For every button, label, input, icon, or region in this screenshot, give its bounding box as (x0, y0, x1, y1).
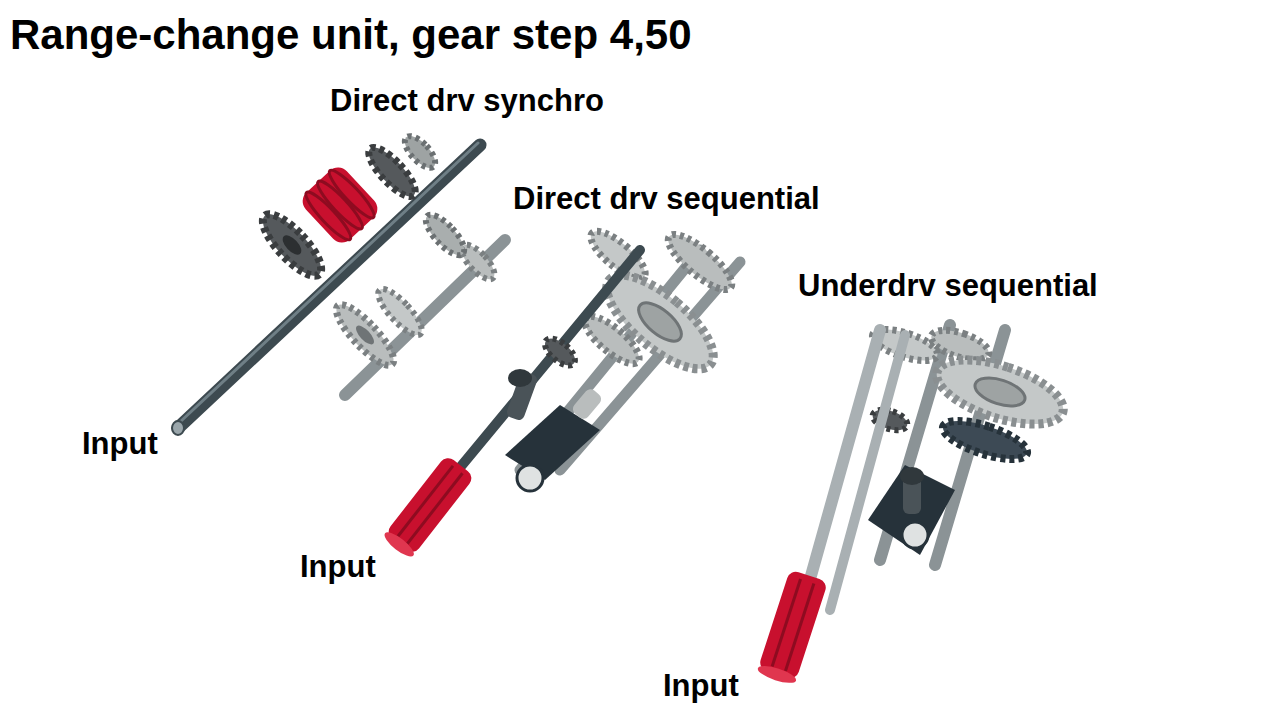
gear-teeth (661, 226, 739, 297)
coupler-ridge (398, 466, 453, 537)
coupler-body (298, 163, 383, 248)
underdrive-unit (756, 323, 1071, 686)
lever-body (868, 465, 955, 555)
unit-label: Underdrv sequential (798, 269, 1098, 303)
input-coupler (381, 455, 475, 561)
gear (400, 131, 440, 173)
synchro-unit (172, 131, 505, 435)
countershaft (345, 240, 505, 395)
lever-pin (517, 465, 543, 491)
unit-label: Direct drv synchro (330, 84, 604, 118)
gear-hub (972, 373, 1029, 412)
input-coupler (756, 569, 828, 686)
shaft-end (172, 421, 184, 435)
gear-hub (279, 232, 304, 258)
main-shaft (178, 145, 480, 428)
main-shaft-highlight (180, 143, 478, 422)
coupler-ring (301, 188, 355, 244)
gear-teeth (540, 334, 579, 371)
gear-hub (353, 323, 377, 347)
gear (420, 209, 470, 261)
shift-lever (505, 369, 604, 491)
gear-teeth (939, 413, 1031, 467)
title: Range-change unit, gear step 4,50 (10, 12, 692, 58)
gear (939, 413, 1031, 467)
coupler-ring (325, 166, 379, 222)
gear (661, 226, 739, 297)
coupler-ring (313, 177, 367, 233)
gear (540, 334, 579, 371)
input-label: Input (300, 550, 376, 584)
unit-label: Direct drv sequential (513, 182, 820, 216)
gear-hub (632, 296, 687, 348)
input-label: Input (663, 669, 739, 703)
crank-top (508, 369, 532, 387)
sequential-unit (381, 224, 740, 560)
gear (372, 283, 428, 341)
coupler-ridge (407, 473, 462, 544)
input-shaft (830, 335, 905, 610)
shift-lever (868, 465, 955, 555)
coupler-body (758, 569, 828, 680)
crank-top (900, 467, 924, 485)
input-label: Input (82, 427, 158, 461)
lever-pin (902, 522, 928, 548)
coupler-end (756, 663, 798, 687)
gear-teeth (372, 283, 428, 341)
coupler-ridge (785, 583, 813, 670)
gear-teeth (420, 209, 470, 261)
synchro-coupler (298, 163, 383, 248)
bush (570, 387, 603, 422)
coupler-ridge (772, 579, 800, 666)
coupler-end (381, 529, 417, 561)
gear-teeth (400, 131, 440, 173)
